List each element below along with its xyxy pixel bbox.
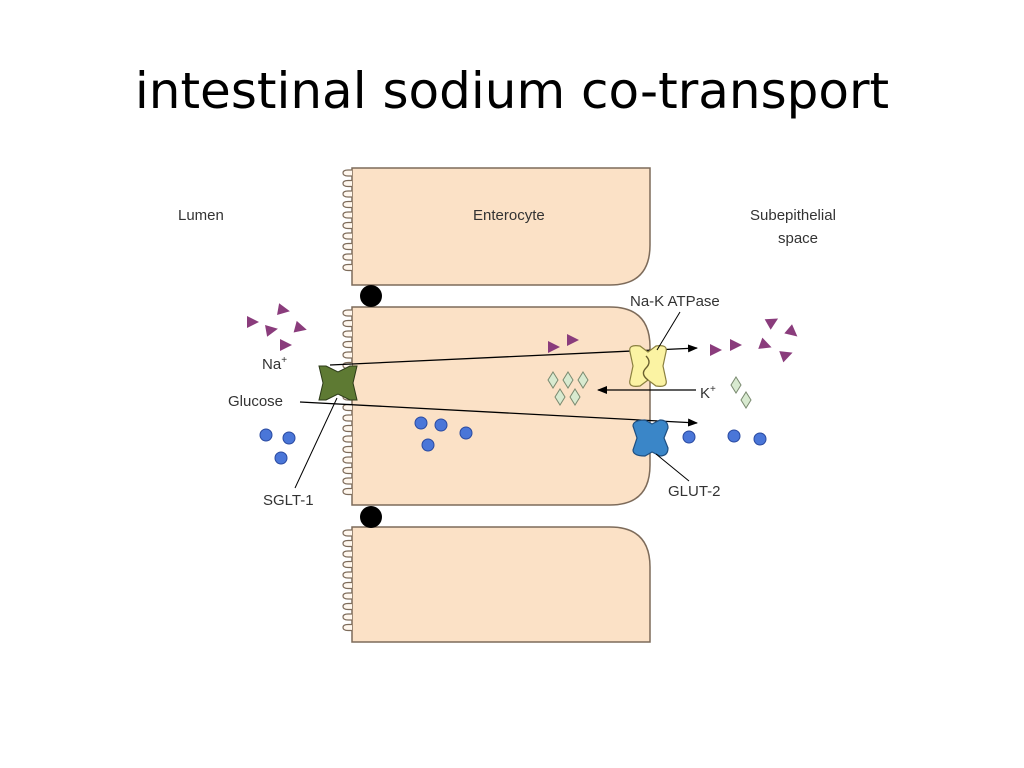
- microvillus: [342, 539, 352, 548]
- sodium-ion: [293, 320, 307, 333]
- microvillus: [342, 613, 352, 621]
- microvillus: [342, 179, 352, 188]
- glucose-molecule: [259, 428, 273, 442]
- microvillus: [342, 190, 352, 198]
- lumen-label: Lumen: [178, 207, 224, 224]
- enterocyte-label: Enterocyte: [473, 207, 545, 224]
- glucose-label: Glucose: [228, 393, 283, 410]
- microvillus: [342, 253, 352, 261]
- glucose-molecule: [434, 418, 448, 432]
- sodium-ion: [567, 334, 579, 346]
- glucose-molecule: [753, 432, 767, 446]
- na-k-atpase-label: Na-K ATPase: [630, 293, 720, 310]
- potassium-ion: [554, 388, 566, 406]
- microvillus: [342, 487, 352, 496]
- sglt1-label: SGLT-1: [263, 492, 314, 509]
- potassium-ion: [740, 391, 752, 409]
- glucose-molecule: [414, 416, 428, 430]
- microvillus: [342, 309, 352, 317]
- glucose-molecule: [421, 438, 435, 452]
- microvillus: [342, 592, 352, 600]
- microvillus: [342, 571, 352, 579]
- potassium-ions: [547, 371, 752, 409]
- sglt1-pointer: [294, 397, 338, 489]
- glucose-molecule: [727, 429, 741, 443]
- potassium-ion: [577, 371, 589, 389]
- lower-enterocyte: [351, 526, 651, 643]
- microvillus: [342, 602, 352, 611]
- sodium-ion: [277, 303, 290, 316]
- subepithelial-label-line1: Subepithelial: [750, 207, 836, 224]
- microvillus: [342, 581, 352, 590]
- microvillus: [342, 414, 352, 422]
- sodium-ion: [710, 344, 722, 356]
- glucose-flux-arrow: [299, 401, 698, 427]
- sodium-ion: [784, 324, 798, 337]
- sglt1-transporter: [318, 365, 358, 401]
- glut2-transporter: [632, 419, 669, 457]
- glucose-molecule: [282, 431, 296, 445]
- na-k-atpase-channel: [642, 355, 650, 381]
- potassium-label: K+: [700, 384, 716, 402]
- microvillus: [342, 560, 352, 569]
- microvillus: [342, 550, 352, 558]
- microvillus: [342, 169, 352, 177]
- sodium-ion: [265, 324, 278, 337]
- microvillus: [342, 456, 352, 464]
- potassium-ion: [569, 388, 581, 406]
- sodium-label: Na+: [262, 355, 287, 373]
- microvilli-brush-border: [342, 169, 352, 632]
- sodium-ion: [758, 337, 772, 349]
- sodium-ion: [779, 351, 793, 363]
- microvillus: [342, 211, 352, 219]
- microvillus: [342, 424, 352, 433]
- microvillus: [342, 403, 352, 412]
- glucose-molecule: [274, 451, 288, 465]
- upper-enterocyte: [351, 167, 651, 286]
- sodium-ion: [280, 339, 292, 351]
- microvillus: [342, 200, 352, 209]
- subepithelial-label-line2: space: [778, 230, 818, 247]
- microvillus: [342, 232, 352, 240]
- glucose-molecule: [459, 426, 473, 440]
- microvillus: [342, 466, 352, 475]
- microvillus: [342, 445, 352, 454]
- sodium-ions: [247, 303, 798, 363]
- sodium-ion: [247, 316, 259, 328]
- glut2-pointer: [655, 453, 690, 482]
- middle-enterocyte: [351, 306, 651, 506]
- microvillus: [342, 221, 352, 230]
- sodium-ion: [730, 339, 742, 351]
- potassium-ion: [730, 376, 742, 394]
- tight-junction-lower: [360, 506, 382, 528]
- potassium-ion: [547, 371, 559, 389]
- microvillus: [342, 435, 352, 443]
- microvillus: [342, 477, 352, 485]
- microvillus: [342, 529, 352, 537]
- glucose-molecules: [259, 416, 767, 465]
- potassium-ion: [562, 371, 574, 389]
- microvillus: [342, 242, 352, 251]
- glucose-molecule: [682, 430, 696, 444]
- tight-junction-upper: [360, 285, 382, 307]
- microvillus: [342, 340, 352, 349]
- sodium-ion: [548, 341, 560, 353]
- microvillus: [342, 263, 352, 272]
- na-k-atpase-pointer: [656, 311, 681, 351]
- microvillus: [342, 351, 352, 359]
- slide-title: intestinal sodium co-transport: [134, 62, 890, 120]
- microvillus: [342, 330, 352, 338]
- sodium-ion: [764, 318, 779, 330]
- glut2-label: GLUT-2: [668, 483, 721, 500]
- microvillus: [342, 319, 352, 328]
- microvillus: [342, 623, 352, 632]
